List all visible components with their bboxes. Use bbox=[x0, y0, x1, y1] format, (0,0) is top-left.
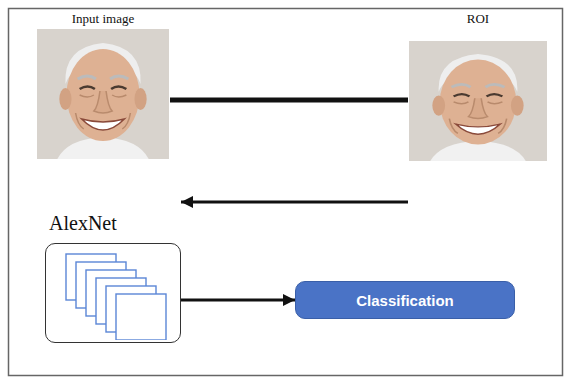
node-heading: ROI bbox=[408, 12, 548, 27]
alexnet-node: AlexNet bbox=[45, 212, 181, 343]
face-photo bbox=[409, 41, 547, 161]
node-heading: Input image bbox=[36, 12, 170, 27]
connector-arrow bbox=[181, 299, 295, 302]
face-photo bbox=[37, 29, 169, 159]
classification-box: Classification bbox=[295, 281, 515, 319]
network-layers-box bbox=[45, 243, 181, 343]
node-heading: AlexNet bbox=[45, 212, 181, 235]
node-label: Classification bbox=[356, 292, 454, 309]
connector-arrow bbox=[181, 200, 408, 203]
frame-border bbox=[9, 9, 563, 376]
input-image-node: Input image bbox=[36, 12, 170, 159]
connector-line bbox=[170, 97, 408, 102]
roi-node: ROI bbox=[408, 12, 548, 161]
